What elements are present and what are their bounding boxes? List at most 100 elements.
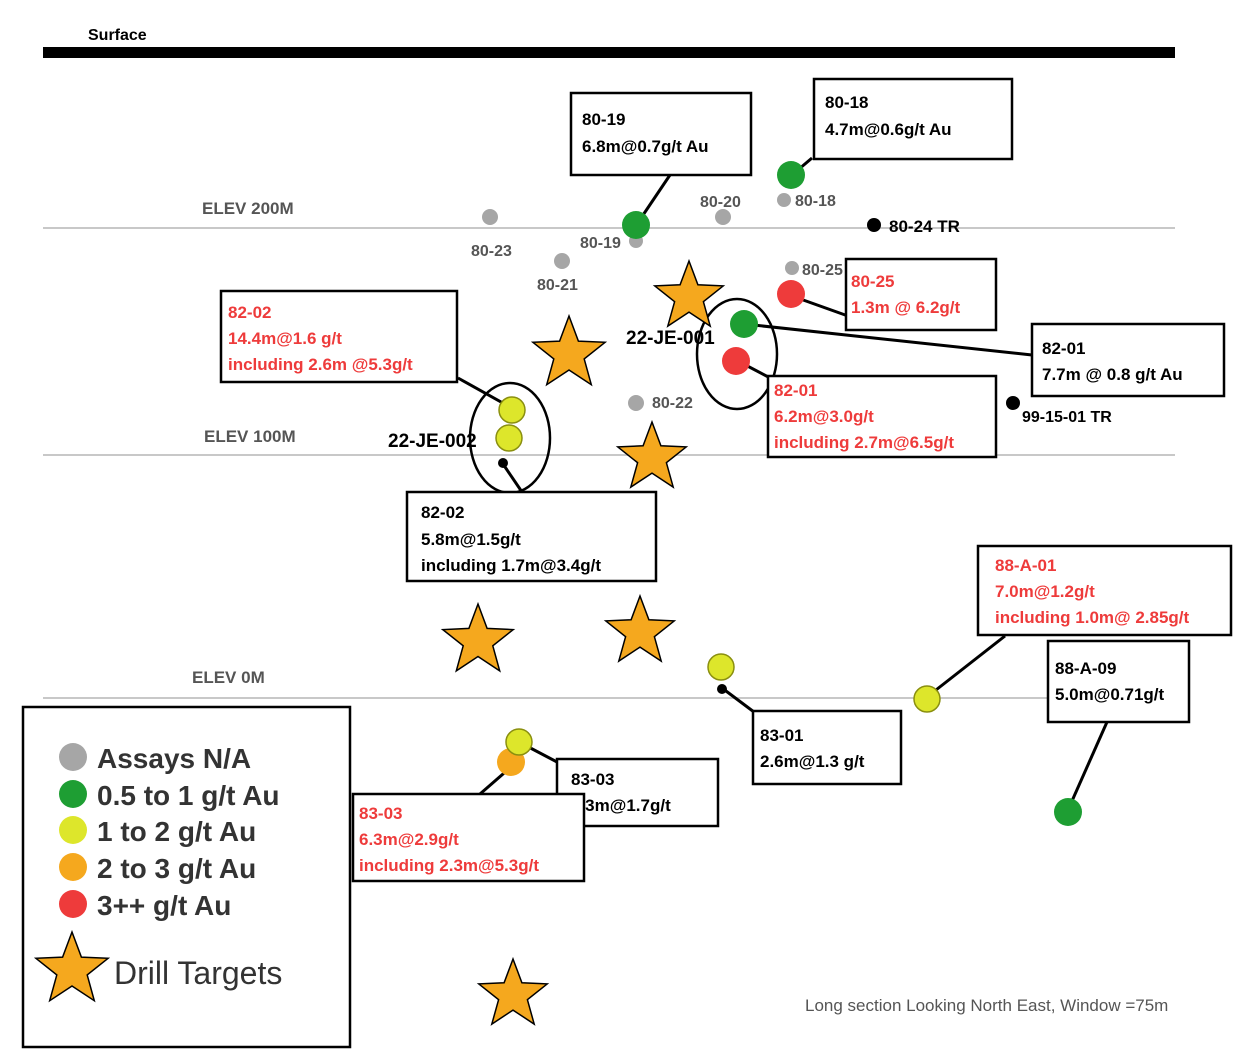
callout-82-02-upper: 82-02 14.4m@1.6 g/t including 2.6m @5.3g…: [219, 289, 459, 384]
callout-82-02-upper-line-3: including 2.6m @5.3g/t: [228, 355, 413, 374]
legend-swatch-green: [59, 780, 87, 808]
hole-80-18-grey-point: [777, 193, 791, 207]
drill-target-star-icon: [530, 313, 608, 387]
leader-lines: [457, 156, 1109, 811]
callout-80-25-line-2: 1.3m @ 6.2g/t: [851, 298, 961, 317]
drill-target-star-icon: [615, 419, 689, 489]
section-caption: Long section Looking North East, Window …: [805, 996, 1168, 1015]
drill-target-star-icon: [476, 956, 550, 1026]
hole-80-21-point: [554, 253, 570, 269]
hole-80-25-grey-point: [785, 261, 799, 275]
hole-label-80-21: 80-21: [537, 277, 578, 294]
callout-88-a-01: 88-A-01 7.0m@1.2g/t including 1.0m@ 2.85…: [976, 544, 1233, 637]
callout-80-18-line-1: 80-18: [825, 93, 868, 112]
hole-80-19-green-point: [622, 211, 650, 239]
trench-label-99-15-01: 99-15-01 TR: [1022, 409, 1112, 426]
target-label-22-je-002: 22-JE-002: [388, 431, 477, 452]
legend-label-drill-targets: Drill Targets: [114, 955, 282, 991]
hole-80-22-point: [628, 395, 644, 411]
callout-83-01: 83-01 2.6m@1.3 g/t: [751, 709, 903, 786]
hole-82-02-yellow-lower-point: [495, 424, 523, 452]
callout-80-25: 80-25 1.3m @ 6.2g/t: [844, 257, 998, 332]
callout-82-02-lower-line-1: 82-02: [421, 503, 464, 522]
elev-200-label: ELEV 200M: [202, 199, 294, 218]
legend-swatch-red: [59, 890, 87, 918]
callout-88-a-01-line-2: 7.0m@1.2g/t: [995, 582, 1095, 601]
callout-80-18: 80-18 4.7m@0.6g/t Au: [812, 77, 1014, 161]
callout-83-03-red-line-2: 6.3m@2.9g/t: [359, 830, 459, 849]
callout-82-01-red-line-1: 82-01: [774, 381, 817, 400]
hole-88-a-09-green-point: [1054, 798, 1082, 826]
callout-80-19: 80-19 6.8m@0.7g/t Au: [569, 91, 753, 177]
hole-83-01-yellow-point: [707, 653, 735, 681]
hole-88-a-01-yellow-point: [913, 685, 941, 713]
target-label-22-je-001: 22-JE-001: [626, 328, 715, 349]
legend-label-0-5-1: 0.5 to 1 g/t Au: [97, 780, 280, 811]
legend-label-2-3: 2 to 3 g/t Au: [97, 853, 256, 884]
drill-target-star-icon: [603, 593, 677, 663]
drill-target-stars: [440, 258, 726, 1026]
drill-target-star-icon: [440, 601, 516, 673]
callout-82-02-upper-line-1: 82-02: [228, 303, 271, 322]
hole-80-23-point: [482, 209, 498, 225]
trench-label-80-24: 80-24 TR: [889, 217, 960, 236]
callout-82-02-upper-line-2: 14.4m@1.6 g/t: [228, 329, 342, 348]
legend-star-icon: [33, 929, 111, 1003]
callout-82-02-lower-line-2: 5.8m@1.5g/t: [421, 530, 521, 549]
hole-label-80-18: 80-18: [795, 193, 836, 210]
surface-label: Surface: [88, 27, 147, 44]
callout-83-03-red-line-1: 83-03: [359, 804, 402, 823]
hole-82-01-red-point: [722, 347, 750, 375]
callout-80-18-line-2: 4.7m@0.6g/t Au: [825, 120, 951, 139]
hole-label-80-23: 80-23: [471, 243, 512, 260]
elev-0-label: ELEV 0M: [192, 668, 265, 687]
callout-88-a-01-line-3: including 1.0m@ 2.85g/t: [995, 608, 1190, 627]
callout-83-03-black-line-1: 83-03: [571, 770, 614, 789]
callout-80-19-line-1: 80-19: [582, 110, 625, 129]
callout-80-19-line-2: 6.8m@0.7g/t Au: [582, 137, 708, 156]
callout-82-02-lower-line-3: including 1.7m@3.4g/t: [421, 556, 601, 575]
hole-80-25-red-point: [777, 280, 805, 308]
callout-88-a-09: 88-A-09 5.0m@0.71g/t: [1046, 639, 1191, 724]
hole-99-15-01-tr-point: [1006, 396, 1020, 410]
surface-line: [43, 47, 1175, 58]
hole-80-24-tr-point: [867, 218, 881, 232]
hole-82-02-black-point: [498, 458, 508, 468]
hole-83-01-black-point: [717, 684, 727, 694]
legend-swatch-yellow: [59, 816, 87, 844]
hole-label-80-25: 80-25: [802, 262, 843, 279]
drill-target-star-icon: [652, 258, 726, 328]
callout-83-03-red-line-3: including 2.3m@5.3g/t: [359, 856, 539, 875]
legend-swatch-grey: [59, 743, 87, 771]
callout-80-25-line-1: 80-25: [851, 272, 894, 291]
callout-82-01-red-line-2: 6.2m@3.0g/t: [774, 407, 874, 426]
hole-label-80-20: 80-20: [700, 194, 741, 211]
leader-83-01: [721, 686, 755, 714]
callout-83-03-red: 83-03 6.3m@2.9g/t including 2.3m@5.3g/t: [351, 792, 586, 883]
legend-label-3-plus: 3++ g/t Au: [97, 890, 231, 921]
callout-82-01-black: 82-01 7.7m @ 0.8 g/t Au: [1030, 322, 1226, 398]
callout-82-01-red-line-3: including 2.7m@6.5g/t: [774, 433, 954, 452]
callout-88-a-09-line-1: 88-A-09: [1055, 659, 1116, 678]
hole-80-20-point: [715, 209, 731, 225]
leader-88-a-01: [926, 634, 1006, 699]
legend-label-1-2: 1 to 2 g/t Au: [97, 816, 256, 847]
callout-82-01-red: 82-01 6.2m@3.0g/t including 2.7m@6.5g/t: [766, 374, 998, 459]
hole-82-01-green-point: [730, 310, 758, 338]
legend-label-assays-na: Assays N/A: [97, 743, 251, 774]
legend-swatch-orange: [59, 853, 87, 881]
hole-83-03-yellow-point: [505, 728, 533, 756]
leader-82-02-lower: [501, 463, 524, 493]
hole-82-02-yellow-upper-point: [498, 396, 526, 424]
drill-hole-points: [482, 161, 1082, 826]
hole-label-80-22: 80-22: [652, 395, 693, 412]
callout-82-01-black-line-2: 7.7m @ 0.8 g/t Au: [1042, 365, 1183, 384]
hole-80-18-green-point: [777, 161, 805, 189]
hole-label-80-19: 80-19: [580, 235, 621, 252]
legend: Assays N/A 0.5 to 1 g/t Au 1 to 2 g/t Au…: [21, 705, 352, 1049]
callout-83-03-black-line-2: 4.3m@1.7g/t: [571, 796, 671, 815]
leader-82-01-green: [743, 322, 1033, 357]
callout-82-02-lower: 82-02 5.8m@1.5g/t including 1.7m@3.4g/t: [405, 490, 658, 583]
callout-88-a-01-line-1: 88-A-01: [995, 556, 1056, 575]
